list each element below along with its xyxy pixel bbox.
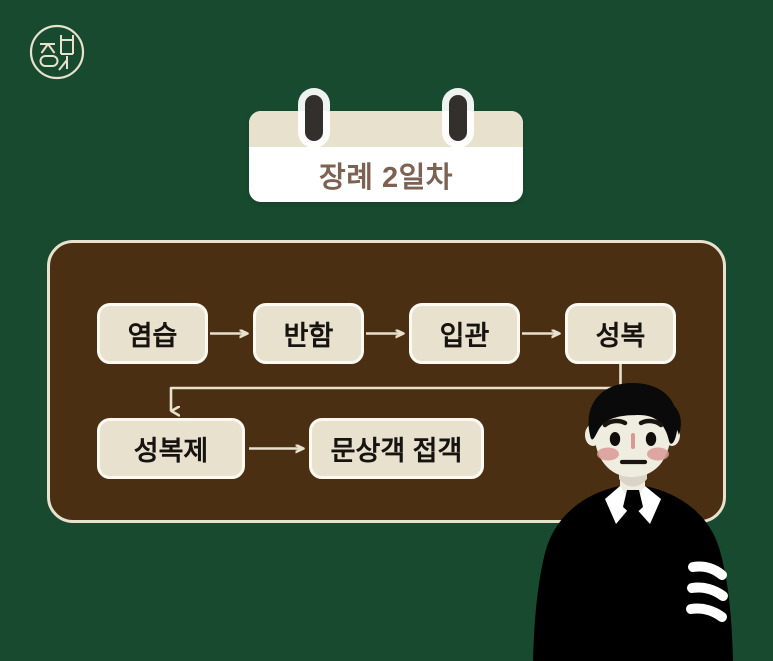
korean-seal-icon — [29, 24, 85, 80]
page-title: 장례 2일차 — [319, 161, 453, 194]
flow-node-yeomseup[interactable]: 염습 — [97, 303, 208, 364]
funeral-director-illustration — [519, 383, 773, 661]
funeral-process-panel: 염습 반함 입관 성복 성복제 문상객 접객 — [47, 240, 726, 523]
flow-node-seongbokje[interactable]: 성복제 — [97, 418, 245, 479]
flow-node-munsang[interactable]: 문상객 접객 — [309, 418, 484, 479]
flow-node-ipgwan[interactable]: 입관 — [409, 303, 520, 364]
brand-logo[interactable] — [28, 23, 86, 81]
day-title-card: 장례 2일차 — [249, 111, 523, 202]
binder-clip-left-icon — [305, 95, 323, 141]
flow-node-banham[interactable]: 반함 — [253, 303, 364, 364]
person-figure-icon — [533, 383, 733, 661]
card-top-strip — [249, 111, 523, 147]
binder-clip-right-icon — [449, 95, 467, 141]
flow-node-seongbok[interactable]: 성복 — [565, 303, 676, 364]
